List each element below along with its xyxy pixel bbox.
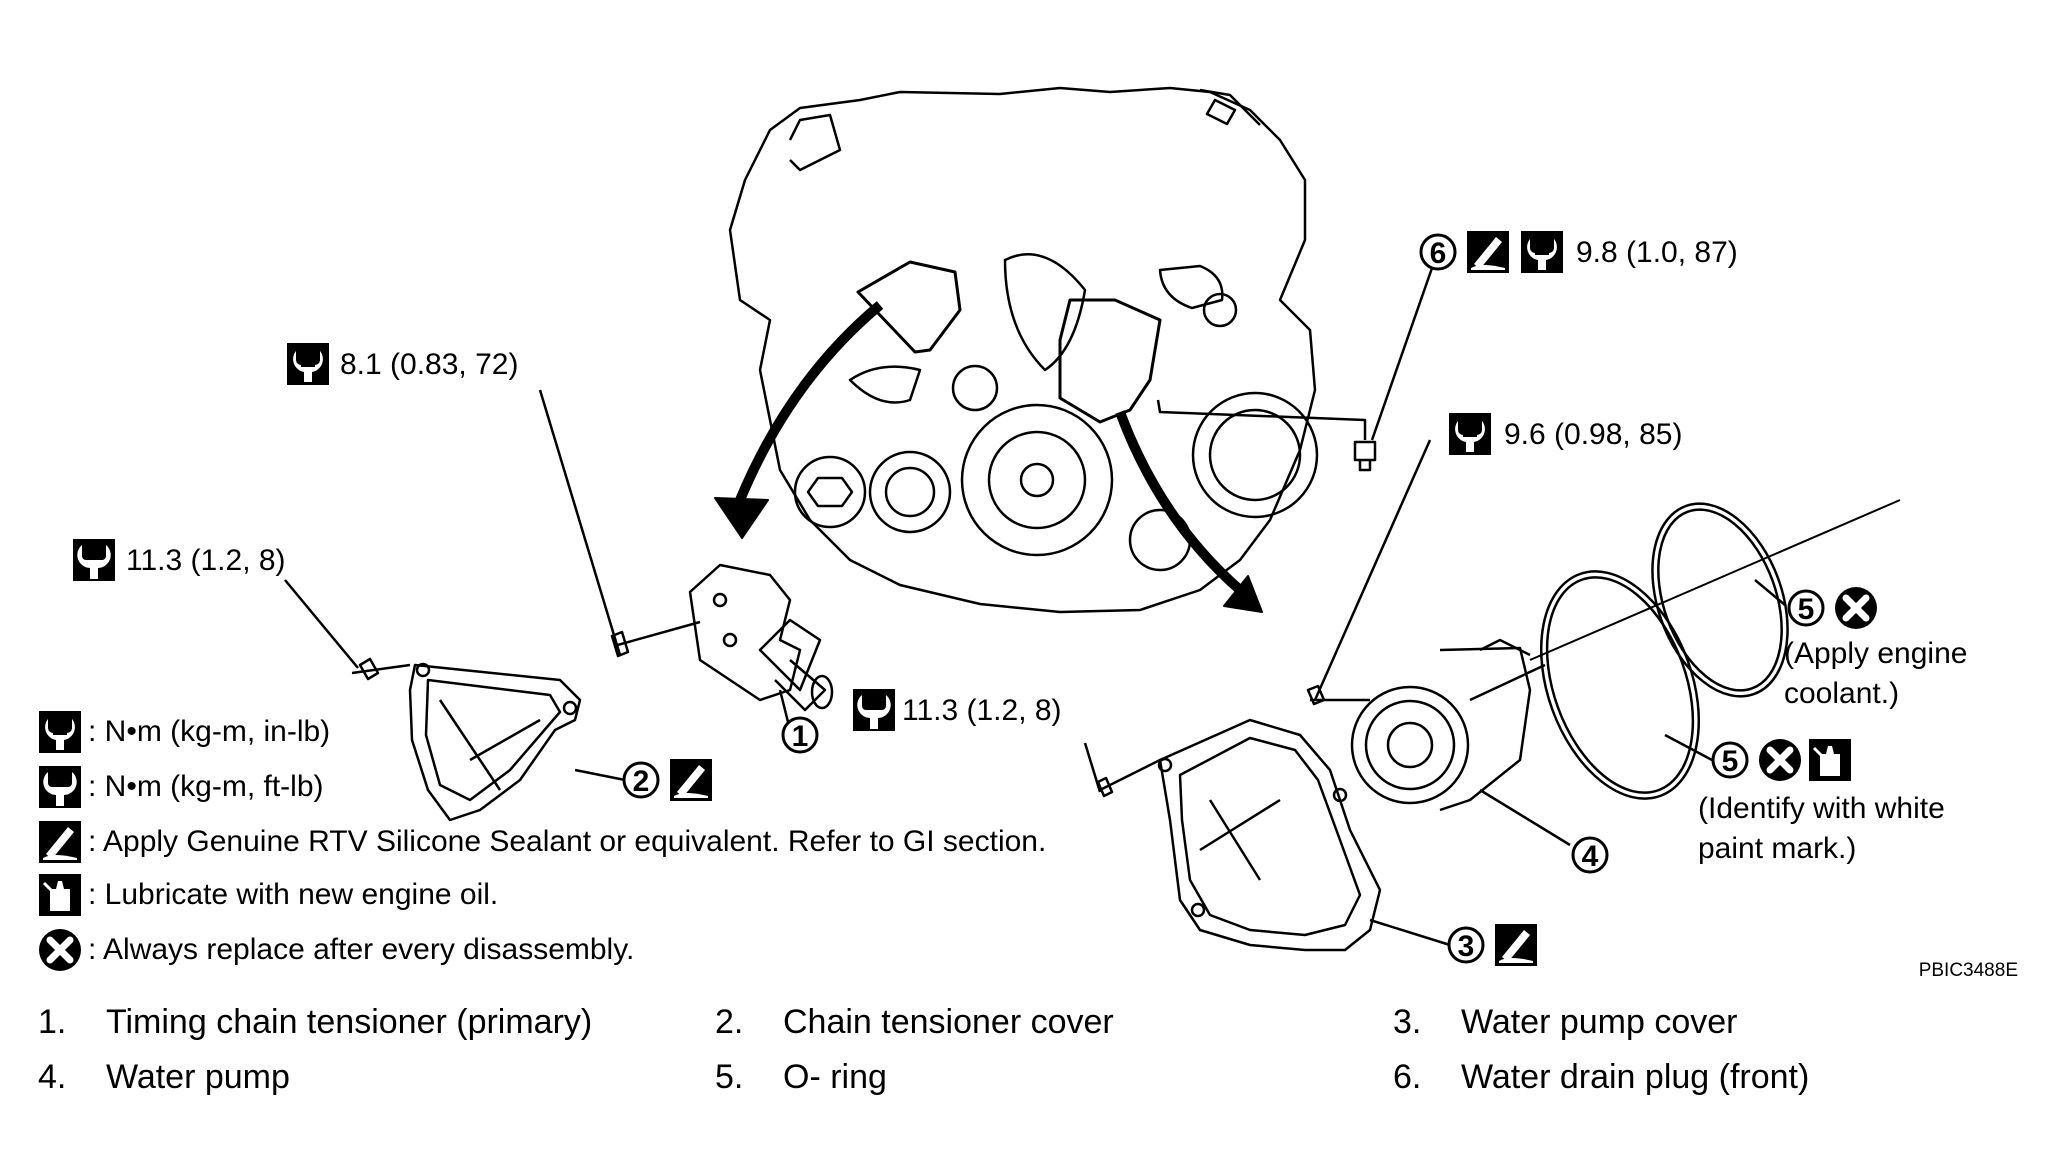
list-item: 3.Water pump cover [1393,1003,1738,1041]
oring-note-line2: coolant.) [1784,677,1899,710]
marker-1: 1 [792,720,809,753]
marker-4: 4 [1582,840,1599,873]
legend-text: : Lubricate with new engine oil. [88,878,499,911]
list-item: 6.Water drain plug (front) [1393,1058,1810,1096]
engine-block [728,86,1319,614]
torque-label-tensioner-bolt: 8.1 (0.83, 72) [340,348,518,381]
torque-label-cover-bolt: 11.3 (1.2, 8) [126,544,286,577]
oring-note-line4: paint mark.) [1698,832,1856,865]
list-item: 2.Chain tensioner cover [715,1003,1114,1041]
replace-x-icon [38,928,82,972]
legend-text: : N•m (kg-m, ft-lb) [88,770,324,803]
legend-oil: : Lubricate with new engine oil. [38,873,498,917]
marker-3: 3 [1458,930,1475,963]
oil-can-icon [38,873,82,917]
wrench-ftlb-icon [38,765,82,809]
list-item: 1.Timing chain tensioner (primary) [38,1003,593,1041]
list-item: 5.O- ring [715,1058,887,1096]
legend-text: : Always replace after every disassembly… [88,933,635,966]
marker-6: 6 [1430,237,1447,270]
marker-2: 2 [633,765,650,798]
torque-label-pump-cover-bolt: 11.3 (1.2, 8) [902,694,1062,727]
o-rings [1529,499,1901,800]
marker-5-lower: 5 [1722,745,1739,778]
legend-replace: : Always replace after every disassembly… [38,928,634,972]
water-pump-cover [1083,718,1451,952]
list-item: 4.Water pump [38,1058,290,1096]
legend-sealant: : Apply Genuine RTV Silicone Sealant or … [38,820,1046,864]
oring-note-line1: (Apply engine [1784,637,1967,670]
legend-wrench-ftlb: : N•m (kg-m, ft-lb) [38,765,324,809]
timing-chain-tensioner [538,389,834,731]
torque-label-pump-bolt: 9.6 (0.98, 85) [1504,418,1682,451]
figure-code: PBIC3488E [1919,960,2018,981]
chain-tensioner-cover [284,579,626,822]
marker-5-upper: 5 [1798,593,1815,626]
legend-wrench-inlb: : N•m (kg-m, in-lb) [38,710,330,754]
oring-note-line3: (Identify with white [1698,792,1945,825]
water-pump [1306,439,1571,847]
torque-label-drain-plug: 9.8 (1.0, 87) [1576,236,1738,269]
legend-text: : N•m (kg-m, in-lb) [88,715,331,748]
wrench-inlb-icon [38,710,82,754]
sealant-icon [38,820,82,864]
legend-text: : Apply Genuine RTV Silicone Sealant or … [88,825,1047,858]
